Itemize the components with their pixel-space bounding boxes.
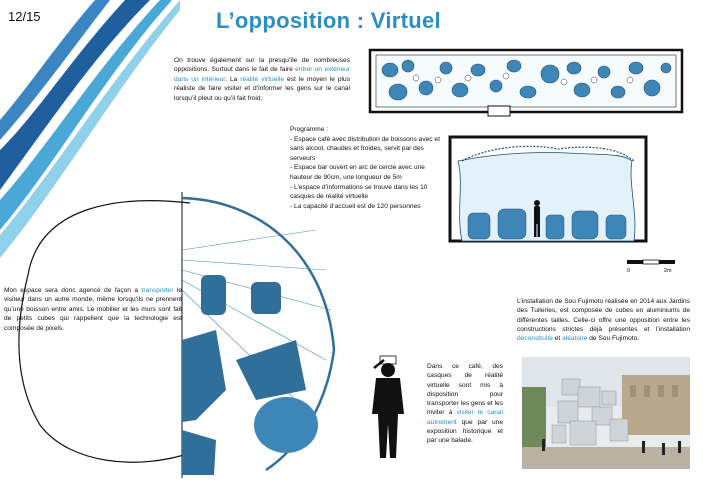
- left-text: le visiteur dans un autre monde, même lo…: [4, 287, 182, 332]
- programme-item: - Espace café avec distribution de boiss…: [290, 135, 440, 162]
- wave-decoration: [0, 0, 180, 258]
- floor-plan-drawing: [368, 48, 684, 117]
- programme-item: - Espace bar ouvert en arc de cercle ave…: [290, 164, 425, 181]
- scale-zero-label: 0: [627, 268, 631, 274]
- sou-text: et: [552, 335, 563, 343]
- sou-highlight: aléatoire: [562, 335, 588, 343]
- programme-list: Programme : - Espace café avec distribut…: [290, 125, 448, 211]
- programme-heading: Programme :: [290, 126, 329, 133]
- page-title: L’opposition : Virtuel: [216, 8, 441, 33]
- intro-highlight: entrer un extérieur dans un intérieur: [174, 66, 350, 83]
- intro-highlight: réalité virtuelle: [240, 75, 284, 83]
- intro-text: On trouve également sur la presqu’île de…: [174, 57, 350, 74]
- cafe-text: Dans ce café, des casques de réalité vir…: [427, 363, 503, 417]
- scale-end-label: 2m: [664, 268, 672, 274]
- intro-text: . La: [225, 75, 241, 83]
- cafe-highlight: visiter le canal autrement: [427, 409, 504, 426]
- sou-text: de Sou Fujimoto.: [587, 335, 640, 343]
- sou-highlight: déconstruite: [517, 335, 553, 343]
- cafe-text: que par une exposition historique et par…: [427, 418, 503, 445]
- left-paragraph: Mon espace sera donc agencé de façon a t…: [4, 286, 182, 333]
- oval-frame: [18, 200, 191, 463]
- programme-item: - La capacité d’accueil est de 120 perso…: [290, 202, 421, 210]
- vr-person-silhouette: [372, 355, 404, 458]
- installation-photo: [522, 357, 690, 469]
- left-text: Mon espace sera donc agencé de façon a: [4, 287, 142, 294]
- scale-bar: [627, 259, 675, 265]
- intro-text: est le moyen le plus réaliste de faire v…: [174, 75, 350, 102]
- page-number: 12/15: [8, 9, 41, 24]
- sou-text: L’installation de Sou Fujimoto réalisée …: [517, 298, 690, 333]
- intro-paragraph: On trouve également sur la presqu’île de…: [174, 56, 350, 103]
- programme-item: - L’espace d’informations se trouve dans…: [290, 183, 428, 201]
- left-highlight: transporter: [141, 287, 174, 294]
- section-drawing: [448, 135, 648, 243]
- cafe-perspective-sketch: [181, 192, 336, 478]
- sou-fujimoto-paragraph: L’installation de Sou Fujimoto réalisée …: [517, 297, 690, 343]
- cafe-paragraph: Dans ce café, des casques de réalité vir…: [427, 362, 503, 446]
